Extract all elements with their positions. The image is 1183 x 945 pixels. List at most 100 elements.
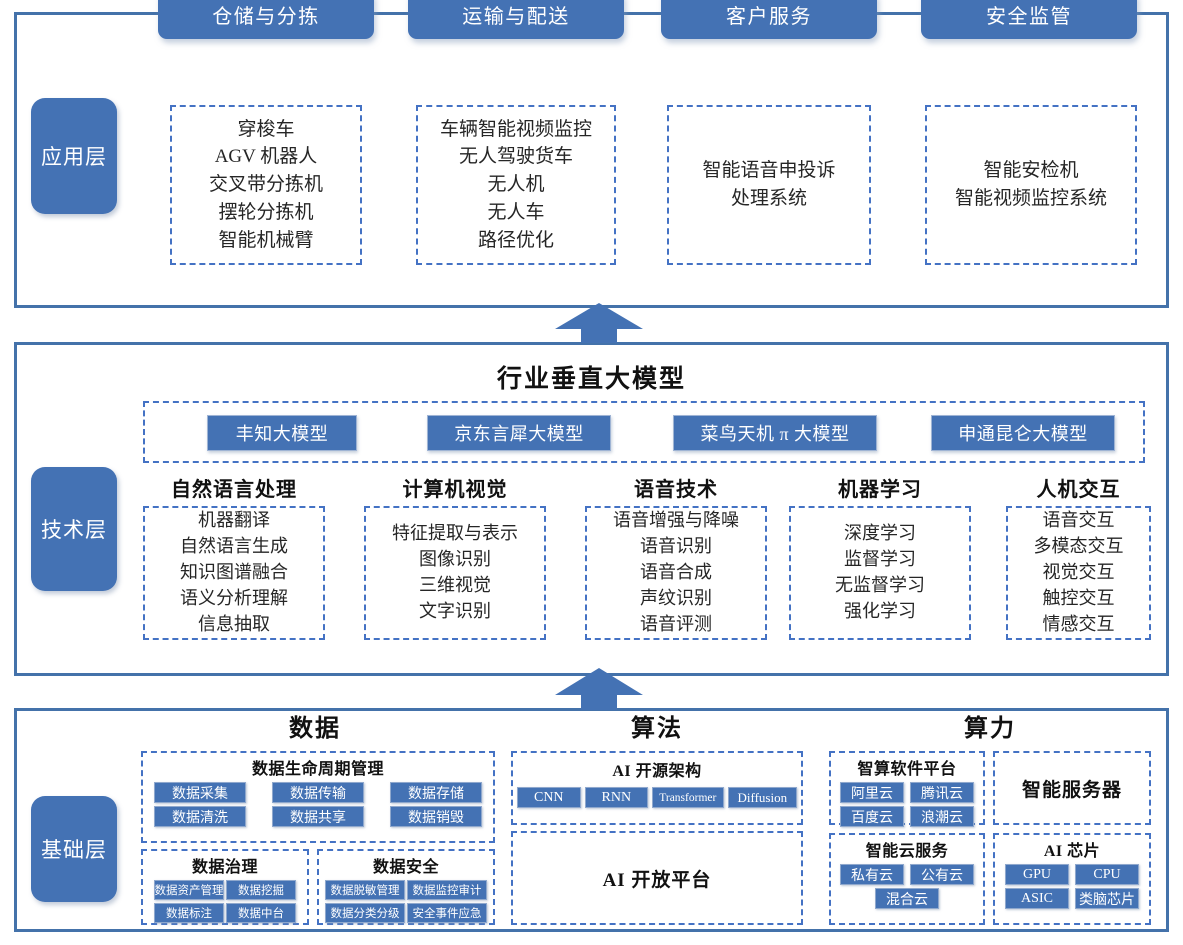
- smart-cloud-service-box: 智能云服务 私有云 公有云 混合云: [829, 833, 985, 925]
- chip-gpu[interactable]: GPU: [1005, 864, 1069, 885]
- chip-data-audit[interactable]: 数据监控审计: [407, 880, 487, 900]
- tech-column-cv: 计算机视觉 特征提取与表示 图像识别 三维视觉 文字识别: [364, 473, 546, 640]
- chip-data-asset-mgmt[interactable]: 数据资产管理: [154, 880, 224, 900]
- chip-diffusion[interactable]: Diffusion: [727, 787, 798, 808]
- chip-data-transfer[interactable]: 数据传输: [272, 782, 364, 803]
- tech-items-text: 语音交互 多模态交互 视觉交互 触控交互 情感交互: [1033, 510, 1124, 634]
- smart-software-row-2: 百度云 浪潮云: [831, 806, 983, 827]
- chip-data-collect[interactable]: 数据采集: [154, 782, 246, 803]
- chip-rnn[interactable]: RNN: [584, 787, 649, 808]
- chip-transformer[interactable]: Transformer: [652, 787, 724, 808]
- data-lifecycle-title: 数据生命周期管理: [251, 761, 384, 778]
- ai-opensource-box: AI 开源架构 CNN RNN Transformer Diffusion: [511, 751, 803, 825]
- ai-chip-box: AI 芯片 GPU CPU ASIC 类脑芯片: [993, 833, 1151, 925]
- chip-baidu-cloud[interactable]: 百度云: [840, 806, 904, 827]
- chip-data-masking[interactable]: 数据脱敏管理: [325, 880, 405, 900]
- app-column-customer-service: 客户服务 智能语音申投诉 处理系统: [661, 0, 877, 305]
- app-pill-customer-service[interactable]: 客户服务: [661, 0, 877, 39]
- chip-data-storage[interactable]: 数据存储: [390, 782, 482, 803]
- tech-items-cv: 特征提取与表示 图像识别 三维视觉 文字识别: [364, 506, 546, 640]
- data-governance-row-1: 数据资产管理 数据挖掘: [143, 880, 307, 900]
- tech-items-text: 机器翻译 自然语言生成 知识图谱融合 语义分析理解 信息抽取: [180, 510, 288, 634]
- data-governance-row-2: 数据标注 数据中台: [143, 903, 307, 923]
- layer-tab-technology[interactable]: 技术层: [31, 467, 117, 591]
- app-column-safety: 安全监管 智能安检机 智能视频监控系统: [921, 0, 1137, 305]
- tech-column-ml: 机器学习 深度学习 监督学习 无监督学习 强化学习: [789, 473, 971, 640]
- base-group-compute: 算力 智算软件平台 阿里云 腾讯云 百度云 浪潮云 智能服务器 智能云服务 私有…: [823, 711, 1157, 929]
- chip-aliyun[interactable]: 阿里云: [840, 782, 904, 803]
- model-chip-cainiao[interactable]: 菜鸟天机 π 大模型: [673, 415, 877, 451]
- up-arrow-base-to-tech: [555, 668, 643, 710]
- up-arrow-tech-to-app: [555, 303, 643, 343]
- tech-head-cv: 计算机视觉: [402, 479, 508, 501]
- base-title-compute: 算力: [964, 716, 1016, 742]
- chip-data-share[interactable]: 数据共享: [272, 806, 364, 827]
- tech-layer-title: 行业垂直大模型: [496, 366, 686, 393]
- app-items-customer-service: 智能语音申投诉 处理系统: [667, 105, 871, 265]
- smart-cloud-row-2: 混合云: [831, 888, 983, 909]
- smart-software-platform-title: 智算软件平台: [857, 761, 957, 778]
- app-items-text: 穿梭车 AGV 机器人 交叉带分拣机 摆轮分拣机 智能机械臂: [208, 118, 323, 251]
- chip-data-classification[interactable]: 数据分类分级: [325, 903, 405, 923]
- data-security-title: 数据安全: [372, 859, 439, 876]
- app-items-safety: 智能安检机 智能视频监控系统: [925, 105, 1137, 265]
- tech-items-speech: 语音增强与降噪 语音识别 语音合成 声纹识别 语音评测: [585, 506, 767, 640]
- app-pill-warehousing[interactable]: 仓储与分拣: [158, 0, 374, 39]
- model-chip-shentong[interactable]: 申通昆仑大模型: [931, 415, 1115, 451]
- layer-tab-application[interactable]: 应用层: [31, 98, 117, 214]
- chip-data-clean[interactable]: 数据清洗: [154, 806, 246, 827]
- chip-tencent-cloud[interactable]: 腾讯云: [910, 782, 974, 803]
- data-lifecycle-box: 数据生命周期管理 数据采集 数据传输 数据存储 数据清洗 数据共享 数据销毁: [141, 751, 495, 843]
- base-title-algorithm: 算法: [631, 716, 683, 742]
- tech-items-text: 语音增强与降噪 语音识别 语音合成 声纹识别 语音评测: [613, 510, 739, 634]
- chip-data-destroy[interactable]: 数据销毁: [390, 806, 482, 827]
- base-group-algorithm: 算法 AI 开源架构 CNN RNN Transformer Diffusion…: [503, 711, 811, 929]
- tech-head-speech: 语音技术: [634, 479, 718, 501]
- model-chip-jingdong[interactable]: 京东言犀大模型: [427, 415, 611, 451]
- chip-security-incident[interactable]: 安全事件应急: [407, 903, 487, 923]
- ai-opensource-title: AI 开源架构: [612, 763, 702, 780]
- chip-data-midplatform[interactable]: 数据中台: [226, 903, 296, 923]
- app-items-warehousing: 穿梭车 AGV 机器人 交叉带分拣机 摆轮分拣机 智能机械臂: [170, 105, 362, 265]
- data-security-row-1: 数据脱敏管理 数据监控审计: [319, 880, 493, 900]
- chip-hybrid-cloud[interactable]: 混合云: [875, 888, 939, 909]
- app-items-transport: 车辆智能视频监控 无人驾驶货车 无人机 无人车 路径优化: [416, 105, 616, 265]
- base-title-data: 数据: [289, 716, 341, 742]
- chip-cpu[interactable]: CPU: [1075, 864, 1139, 885]
- chip-data-labeling[interactable]: 数据标注: [154, 903, 224, 923]
- chip-cnn[interactable]: CNN: [517, 787, 581, 808]
- base-group-data: 数据 数据生命周期管理 数据采集 数据传输 数据存储 数据清洗 数据共享 数据销…: [129, 711, 501, 929]
- app-items-text: 智能语音申投诉 处理系统: [702, 160, 836, 209]
- data-governance-box: 数据治理 数据资产管理 数据挖掘 数据标注 数据中台: [141, 849, 309, 925]
- tech-items-hci: 语音交互 多模态交互 视觉交互 触控交互 情感交互: [1006, 506, 1151, 640]
- tech-items-text: 深度学习 监督学习 无监督学习 强化学习: [835, 523, 925, 621]
- vertical-models-container: 丰知大模型 京东言犀大模型 菜鸟天机 π 大模型 申通昆仑大模型: [143, 401, 1145, 463]
- application-layer-frame: 仓储与分拣 穿梭车 AGV 机器人 交叉带分拣机 摆轮分拣机 智能机械臂 运输与…: [14, 0, 1169, 308]
- data-security-row-2: 数据分类分级 安全事件应急: [319, 903, 493, 923]
- chip-data-mining[interactable]: 数据挖掘: [226, 880, 296, 900]
- ai-chip-title: AI 芯片: [1043, 843, 1101, 860]
- tech-items-text: 特征提取与表示 图像识别 三维视觉 文字识别: [392, 523, 518, 621]
- layer-tab-foundation[interactable]: 基础层: [31, 796, 117, 902]
- ai-open-platform-title: AI 开放平台: [602, 869, 712, 891]
- chip-neuromorphic[interactable]: 类脑芯片: [1075, 888, 1139, 909]
- app-pill-transport[interactable]: 运输与配送: [408, 0, 624, 39]
- chip-public-cloud[interactable]: 公有云: [910, 864, 974, 885]
- data-lifecycle-row-1: 数据采集 数据传输 数据存储: [143, 782, 493, 803]
- app-pill-safety[interactable]: 安全监管: [921, 0, 1137, 39]
- chip-inspur-cloud[interactable]: 浪潮云: [910, 806, 974, 827]
- smart-cloud-row-1: 私有云 公有云: [831, 864, 983, 885]
- chip-private-cloud[interactable]: 私有云: [840, 864, 904, 885]
- smart-software-platform-box: 智算软件平台 阿里云 腾讯云 百度云 浪潮云: [829, 751, 985, 827]
- foundation-layer-frame: 数据 数据生命周期管理 数据采集 数据传输 数据存储 数据清洗 数据共享 数据销…: [14, 708, 1169, 932]
- tech-column-hci: 人机交互 语音交互 多模态交互 视觉交互 触控交互 情感交互: [1006, 473, 1151, 640]
- smart-cloud-service-title: 智能云服务: [865, 843, 949, 860]
- tech-items-ml: 深度学习 监督学习 无监督学习 强化学习: [789, 506, 971, 640]
- chip-asic[interactable]: ASIC: [1005, 888, 1069, 909]
- model-chip-fengzhi[interactable]: 丰知大模型: [207, 415, 357, 451]
- smart-server-title: 智能服务器: [1021, 779, 1122, 801]
- ai-opensource-chips: CNN RNN Transformer Diffusion: [513, 787, 801, 808]
- ai-chip-row-1: GPU CPU: [995, 864, 1149, 885]
- data-lifecycle-row-2: 数据清洗 数据共享 数据销毁: [143, 806, 493, 827]
